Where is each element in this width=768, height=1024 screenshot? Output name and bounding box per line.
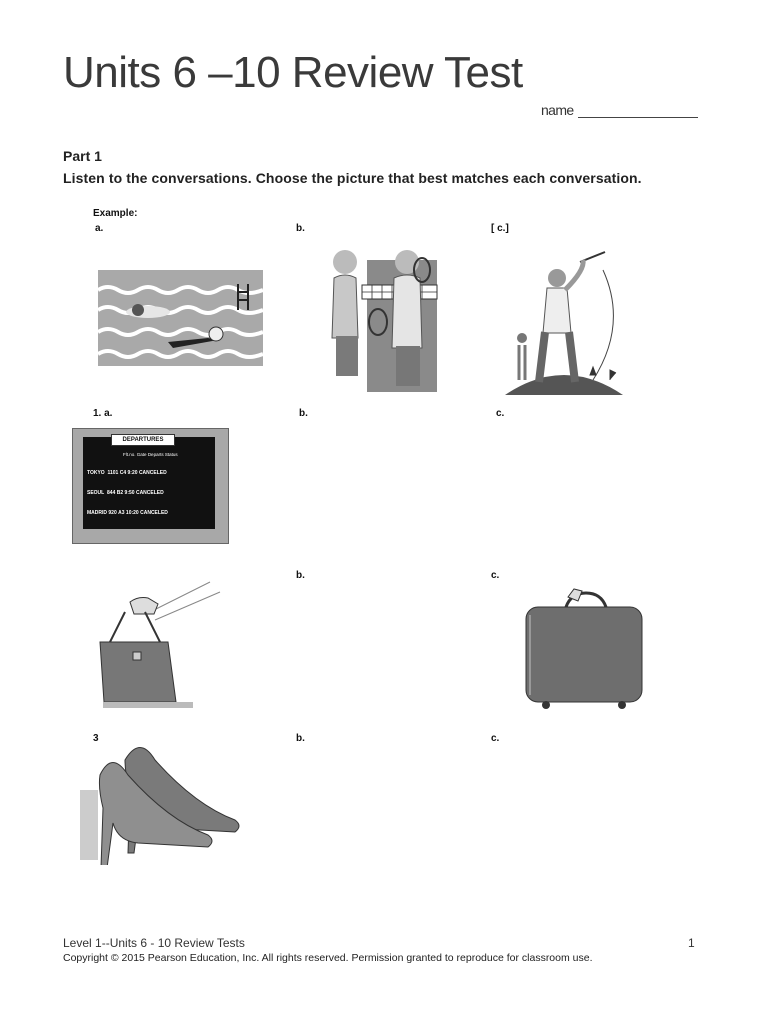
part-title: Part 1	[63, 148, 102, 164]
example-label-c: [ c.]	[491, 223, 509, 234]
suitcase-picture	[525, 588, 643, 709]
q3-label-b: b.	[296, 733, 305, 744]
example-label-b: b.	[296, 223, 305, 234]
name-label: name	[541, 102, 574, 118]
q1-label-a: 1. a.	[93, 408, 113, 419]
board-row: TOKYO 1101 C4 9:20 CANCELED	[87, 470, 167, 476]
board-heading: DEPARTURES	[111, 434, 175, 446]
q1-label-b: b.	[299, 408, 308, 419]
tennis-players-picture	[331, 250, 438, 392]
briefcase-picture	[99, 581, 221, 708]
q3-label-a: 3	[93, 733, 99, 744]
board-row: SEOUL 844 B2 9:50 CANCELED	[87, 490, 164, 496]
golfer-picture	[505, 251, 623, 395]
q2-label-b: b.	[296, 570, 305, 581]
page-title: Units 6 –10 Review Test	[63, 48, 523, 97]
instructions: Listen to the conversations. Choose the …	[63, 170, 642, 186]
footer-text: Level 1--Units 6 - 10 Review Tests	[63, 936, 245, 950]
board-row: MADRID 920 A3 10:20 CANCELED	[87, 510, 168, 516]
high-heels-picture	[80, 747, 240, 865]
q1-label-c: c.	[496, 408, 505, 419]
q3-label-c: c.	[491, 733, 500, 744]
board-columns: Flt.no. Gate Departs Status	[123, 452, 178, 457]
name-line[interactable]	[578, 117, 698, 118]
example-label-a: a.	[95, 223, 104, 234]
example-heading: Example:	[93, 208, 138, 219]
page-number: 1	[688, 936, 695, 950]
copyright-notice: Copyright © 2015 Pearson Education, Inc.…	[63, 952, 593, 964]
swimming-pool-picture	[98, 270, 263, 366]
departures-board-picture: DEPARTURES Flt.no. Gate Departs Status T…	[72, 428, 229, 544]
q2-label-c: c.	[491, 570, 500, 581]
